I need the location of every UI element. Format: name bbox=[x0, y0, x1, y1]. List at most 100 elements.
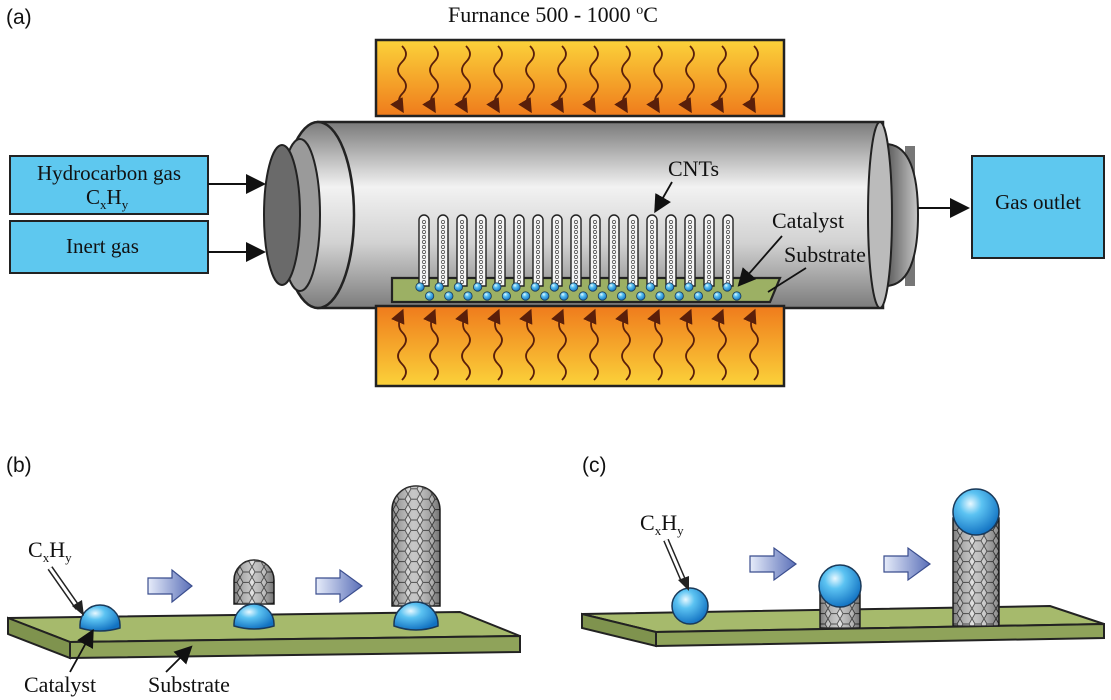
cnt-lattice-dot bbox=[707, 275, 711, 279]
cnt-lattice-dot bbox=[650, 240, 654, 244]
cnt-lattice-dot bbox=[536, 220, 540, 224]
cnt-lattice-dot bbox=[707, 260, 711, 264]
cnt-lattice-dot bbox=[498, 250, 502, 254]
cnt-lattice-dot bbox=[555, 265, 559, 269]
cnt-lattice-dot bbox=[726, 250, 730, 254]
cnt-lattice-dot bbox=[555, 270, 559, 274]
cnt-lattice-dot bbox=[536, 255, 540, 259]
formula-b: CxHy bbox=[28, 537, 72, 565]
furnace-title: Furnance 500 - 1000 oC bbox=[448, 2, 658, 27]
cnt-lattice-dot bbox=[593, 235, 597, 239]
cnt-lattice-dot bbox=[650, 270, 654, 274]
cnt-lattice-dot bbox=[498, 240, 502, 244]
cnt-lattice-dot bbox=[479, 260, 483, 264]
catalyst-dot bbox=[674, 291, 684, 301]
cnt-lattice-dot bbox=[574, 275, 578, 279]
cnt-lattice-dot bbox=[517, 220, 521, 224]
cnt-lattice-dot bbox=[631, 235, 635, 239]
cnt-lattice-dot bbox=[631, 225, 635, 229]
cnt-lattice-dot bbox=[650, 225, 654, 229]
cnt-lattice-dot bbox=[631, 245, 635, 249]
cnt-lattice-dot bbox=[612, 235, 616, 239]
catalyst-dot bbox=[636, 291, 646, 301]
cnt-lattice-dot bbox=[555, 240, 559, 244]
cnt-lattice-dot bbox=[669, 275, 673, 279]
cnt-lattice-dot bbox=[593, 265, 597, 269]
cnt-lattice-dot bbox=[441, 270, 445, 274]
cnt-lattice-dot bbox=[555, 225, 559, 229]
cnt-lattice-dot bbox=[669, 240, 673, 244]
heat-wave-icon bbox=[519, 308, 535, 381]
cnt-lattice-dot bbox=[460, 260, 464, 264]
cnt-lattice-dot bbox=[441, 255, 445, 259]
cnt-lattice-dot bbox=[460, 235, 464, 239]
cnt-lattice-dot bbox=[669, 230, 673, 234]
cnt-lattice-dot bbox=[574, 255, 578, 259]
heat-wave-icon bbox=[487, 308, 503, 381]
cnt-lattice-dot bbox=[441, 260, 445, 264]
heat-wave-icon bbox=[678, 45, 695, 114]
cnt-lattice-dot bbox=[631, 220, 635, 224]
cnt-lattice-dot bbox=[707, 255, 711, 259]
cnt-lattice-dot bbox=[688, 270, 692, 274]
cnt-lattice-dot bbox=[555, 250, 559, 254]
cnt-lattice-dot bbox=[574, 225, 578, 229]
cnt-lattice-dot bbox=[517, 240, 521, 244]
cnts-label: CNTs bbox=[668, 156, 719, 181]
cnt-lattice-dot bbox=[422, 260, 426, 264]
catalyst-dot bbox=[655, 291, 665, 301]
catalyst-dot bbox=[472, 282, 483, 292]
cnt-lattice-dot bbox=[688, 250, 692, 254]
cnt-lattice-dot bbox=[726, 220, 730, 224]
cnt-lattice-dot bbox=[479, 280, 483, 284]
cnt-lattice-dot bbox=[669, 250, 673, 254]
cnt-lattice-dot bbox=[517, 275, 521, 279]
cnt-lattice-dot bbox=[479, 225, 483, 229]
catalyst-particles bbox=[415, 282, 742, 301]
catalyst-dot bbox=[530, 282, 540, 292]
cnt-lattice-dot bbox=[726, 275, 730, 279]
cnt-lattice-dot bbox=[688, 220, 692, 224]
hydrocarbon-formula: CxHy bbox=[86, 185, 129, 212]
cnt-lattice-dot bbox=[688, 260, 692, 264]
cnt-lattice-dot bbox=[479, 245, 483, 249]
cnt-lattice-dot bbox=[422, 245, 426, 249]
cnt-lattice-dot bbox=[441, 240, 445, 244]
catalyst-dot bbox=[415, 282, 425, 292]
catalyst-dot bbox=[607, 282, 617, 292]
cnt-lattice-dot bbox=[650, 245, 654, 249]
cnt-lattice-dot bbox=[593, 225, 597, 229]
feed-arrow-c bbox=[663, 538, 689, 591]
cnt-lattice-dot bbox=[517, 225, 521, 229]
cnt-lattice-dot bbox=[498, 255, 502, 259]
catalyst-dot bbox=[520, 291, 531, 301]
cnt-lattice-dot bbox=[726, 260, 730, 264]
long-cnt-b bbox=[391, 485, 441, 631]
cnts-pointer bbox=[654, 181, 673, 214]
cnt-lattice-dot bbox=[574, 270, 578, 274]
cnt-lattice-dot bbox=[574, 220, 578, 224]
cnt-lattice-dot bbox=[726, 225, 730, 229]
cnt-lattice-dot bbox=[631, 275, 635, 279]
catalyst-dot bbox=[616, 291, 627, 301]
heat-arrows-bottom bbox=[391, 308, 759, 381]
cnt-lattice-dot bbox=[593, 230, 597, 234]
catalyst-dot bbox=[434, 282, 444, 292]
step-arrow-c1 bbox=[749, 546, 798, 582]
cnt-lattice-dot bbox=[479, 270, 483, 274]
cnt-lattice-dot bbox=[707, 270, 711, 274]
cnt-lattice-dot bbox=[479, 255, 483, 259]
cnt-lattice-dot bbox=[422, 230, 426, 234]
gas-outlet-label: Gas outlet bbox=[995, 190, 1081, 214]
substrate-b bbox=[7, 610, 521, 660]
cnt-lattice-dot bbox=[479, 250, 483, 254]
catalyst-dot bbox=[511, 282, 521, 292]
cnt-lattice-dot bbox=[555, 235, 559, 239]
cnt-lattice-dot bbox=[593, 250, 597, 254]
cnt-lattice-dot bbox=[460, 225, 464, 229]
cnt-lattice-dot bbox=[631, 240, 635, 244]
cnt-lattice-dot bbox=[707, 235, 711, 239]
cnt-lattice-dot bbox=[593, 240, 597, 244]
gas-outlet-box: Gas outlet bbox=[971, 155, 1105, 259]
